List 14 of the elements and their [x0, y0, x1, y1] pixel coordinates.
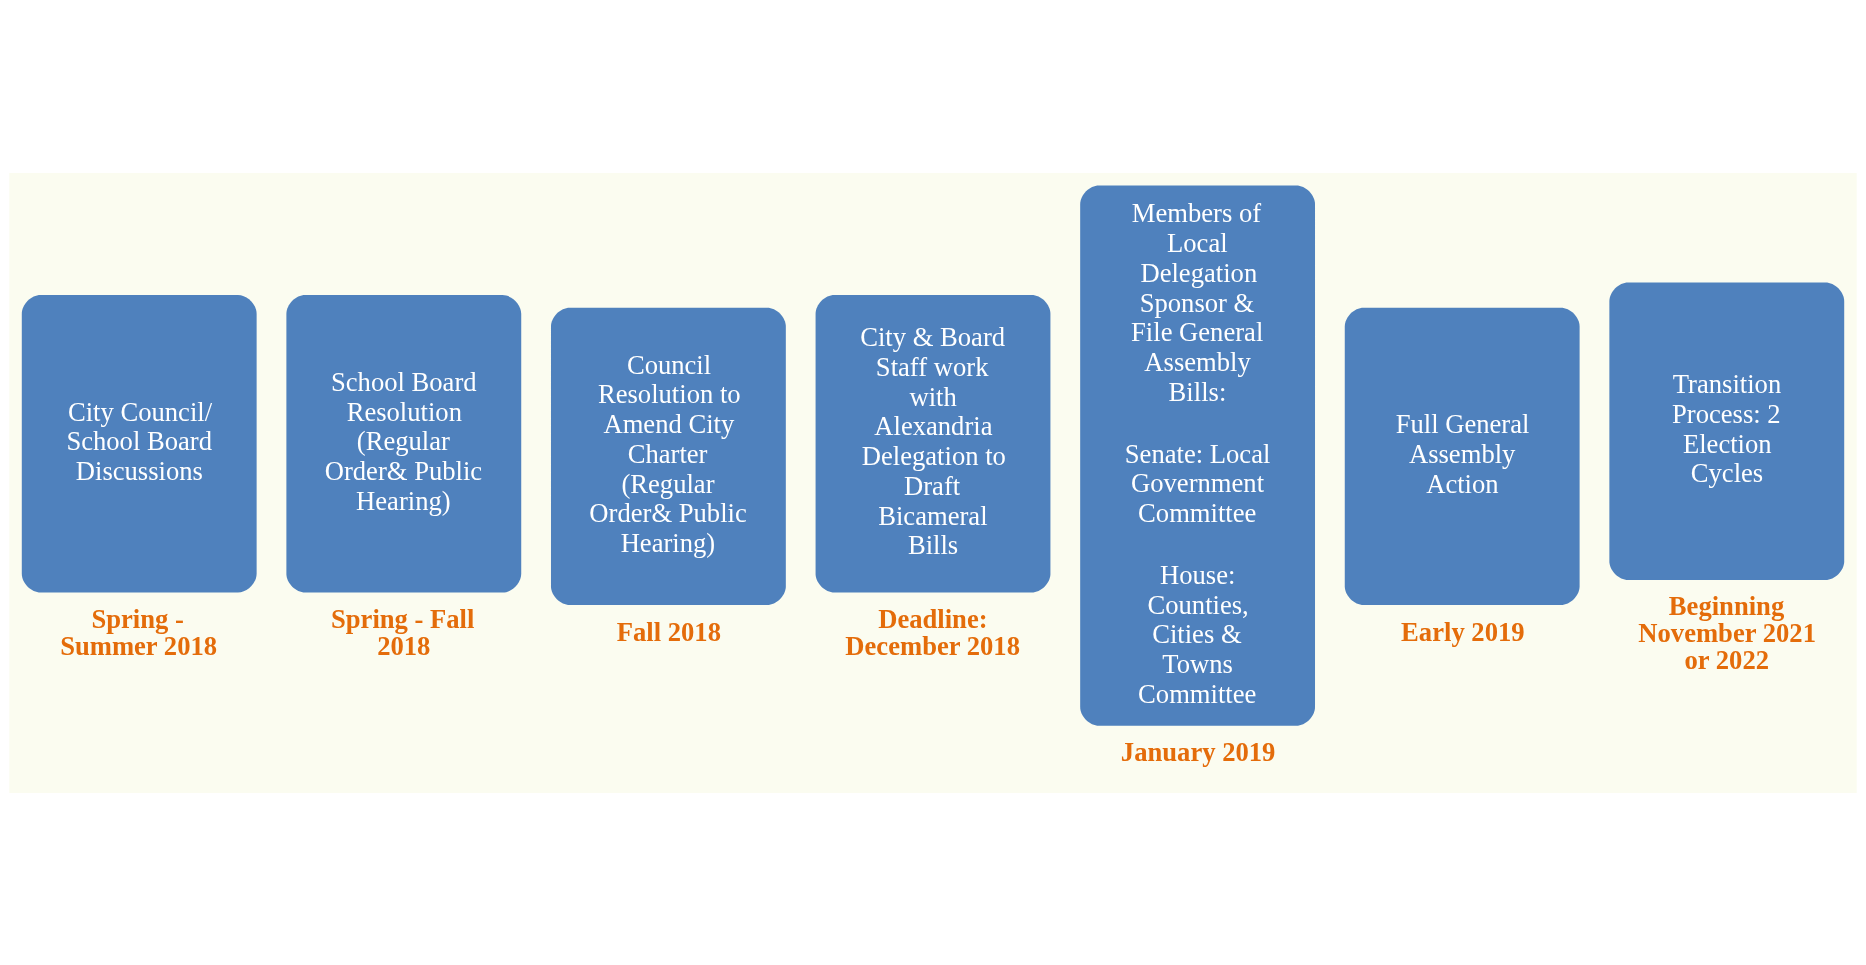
node-box: City & Board Staff work with Alexandria Delegation to Draft Bicameral Bills [815, 294, 1051, 593]
node-label: Beginning November 2021 or 2022 [1638, 590, 1816, 675]
node-box: Transition Process: 2 Election Cycles [1609, 282, 1845, 580]
node-box: School Board Resolution (Regular Order& Public Hearing) [286, 294, 522, 593]
node-box: Full General Assembly Action [1344, 307, 1580, 605]
node-label: Deadline: December 2018 [845, 603, 1020, 661]
node-box: Members of Local Delegation Sponsor & File General Assembly Bills: Senate: Local Government Committee House: Counties, Cities & Towns Committee [1080, 185, 1315, 726]
node-label: Spring - Summer 2018 [60, 603, 218, 661]
node-label: Early 2019 [1401, 616, 1525, 647]
node-label: Fall 2018 [616, 616, 721, 647]
node-box: City Council/ School Board Discussions [21, 294, 257, 593]
node-label: January 2019 [1120, 736, 1276, 767]
node-label: Spring - Fall 2018 [331, 603, 475, 661]
node-box: Council Resolution to Amend City Charter (Regular Order& Public Hearing) [551, 307, 786, 605]
